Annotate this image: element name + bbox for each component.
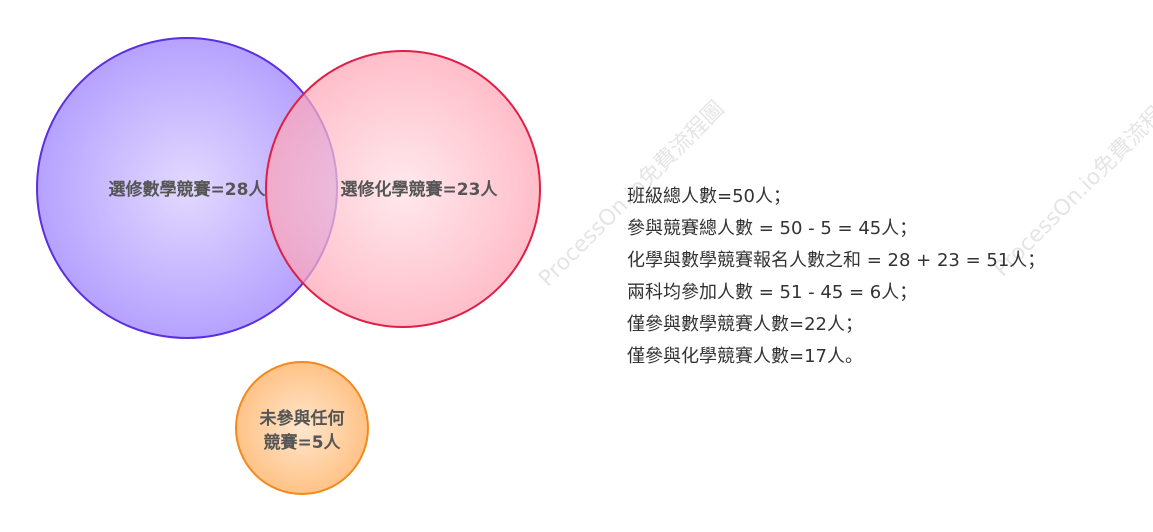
note-line: 化學與數學競賽報名人數之和 = 28 + 23 = 51人； bbox=[627, 250, 1046, 271]
math-circle-label: 選修數學競賽=28人 bbox=[109, 179, 267, 200]
no-competition-label-line2: 競賽=5人 bbox=[263, 432, 341, 453]
chemistry-circle-label: 選修化學競賽=23人 bbox=[341, 179, 499, 200]
note-line: 參與競賽總人數 = 50 - 5 = 45人； bbox=[627, 218, 918, 239]
note-line: 兩科均參加人數 = 51 - 45 = 6人； bbox=[627, 282, 918, 303]
no-competition-label-line1: 未參與任何 bbox=[259, 408, 345, 429]
no-competition-circle bbox=[235, 361, 369, 495]
note-line: 僅參與數學競賽人數=22人； bbox=[627, 314, 863, 335]
note-line: 班級總人數=50人； bbox=[627, 186, 791, 207]
chemistry-competition-circle bbox=[265, 50, 541, 328]
note-line: 僅參與化學競賽人數=17人。 bbox=[627, 346, 863, 367]
calculation-notes: 班級總人數=50人； 參與競賽總人數 = 50 - 5 = 45人； 化學與數學… bbox=[627, 181, 1147, 373]
